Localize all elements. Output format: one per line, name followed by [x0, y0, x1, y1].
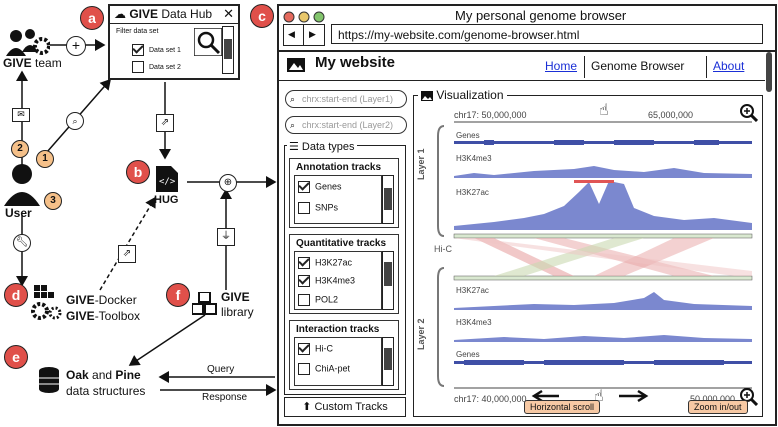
globe-icon: ⊕ — [219, 174, 237, 192]
nav-buttons: ◀ ▶ — [283, 24, 325, 46]
genome-tracks-graphic — [437, 121, 753, 403]
oak-pine-label: Oak and Pine — [66, 368, 141, 382]
structures-label: data structures — [66, 384, 146, 398]
bottom-ruler-end: 50,000,000 — [690, 394, 736, 404]
database-icon — [38, 366, 60, 399]
search-layer2-input[interactable]: ⌕chrx:start-end (Layer2) — [285, 116, 407, 134]
interaction-section: Interaction tracks Hi-C ChiA-pet — [289, 320, 399, 390]
section-scrollbar[interactable] — [382, 251, 394, 310]
export-icon: ⇗ — [118, 245, 136, 263]
search-layer1-input[interactable]: ⌕chrx:start-end (Layer1) — [285, 90, 407, 108]
data-hub-panel: ☁ GIVE Data Hub ✕ Filter data set Data s… — [108, 4, 240, 80]
badge-f: f — [166, 283, 190, 307]
top-ruler-end: 65,000,000 — [648, 110, 694, 120]
badge-d: d — [4, 283, 28, 307]
badge-c: c — [250, 4, 274, 28]
track-option[interactable]: H3K4me3 — [298, 275, 355, 287]
library-label: library — [221, 305, 254, 319]
team-icon — [6, 28, 51, 61]
give-team-label: GIVE team — [3, 56, 62, 70]
code-file-icon: </> — [156, 166, 178, 197]
library-label-brand: GIVE — [221, 290, 250, 304]
data-types-title: ☰ Data types — [287, 140, 357, 153]
hug-label: HUG — [154, 194, 179, 206]
blocks-icon — [191, 291, 218, 321]
zoom-tag: Zoom in/out — [688, 400, 748, 414]
dataset-item[interactable]: Data set 2 — [132, 61, 181, 73]
visualization-title: Visualization — [418, 88, 507, 102]
image-icon — [287, 58, 305, 77]
window-buttons — [283, 10, 333, 28]
hic-label: Hi-C — [434, 244, 452, 254]
add-icon: + — [66, 36, 86, 56]
step-3: 3 — [44, 192, 62, 210]
datahub-scrollbar[interactable] — [222, 26, 234, 74]
bottom-ruler-start: chr17: 40,000,000 — [454, 394, 527, 404]
back-button[interactable]: ◀ — [288, 29, 295, 39]
hand-cursor-icon: ☝ — [599, 102, 609, 119]
track-label: H3K27ac — [456, 286, 489, 295]
badge-a: a — [80, 6, 104, 30]
browser-window: My personal genome browser ◀ ▶ https://m… — [277, 4, 777, 426]
forward-button[interactable]: ▶ — [309, 29, 316, 39]
section-scrollbar[interactable] — [382, 175, 394, 224]
toolbox-label: GIVE-Toolbox — [66, 309, 141, 323]
track-label: Genes — [456, 131, 480, 140]
top-ruler-start: chr17: 50,000,000 — [454, 110, 527, 120]
user-icon — [2, 164, 42, 211]
badge-b: b — [126, 160, 150, 184]
svg-text:</>: </> — [159, 177, 176, 187]
track-option[interactable]: Genes — [298, 181, 342, 193]
horizontal-scroll-tag: Horizontal scroll — [524, 400, 601, 414]
close-icon[interactable]: ✕ — [223, 6, 234, 21]
data-types-panel: ☰ Data types Annotation tracks Genes SNP… — [284, 140, 406, 395]
quantitative-section: Quantitative tracks H3K27ac H3K4me3 POL2 — [289, 234, 399, 314]
nav-about[interactable]: About — [713, 59, 745, 73]
site-name: My website — [315, 54, 396, 71]
annotation-section: Annotation tracks Genes SNPs — [289, 158, 399, 228]
step-2: 2 — [11, 140, 29, 158]
step-1: 1 — [36, 150, 54, 168]
mail-icon: ✉ — [12, 108, 30, 122]
zoom-icon[interactable] — [740, 104, 759, 127]
url-bar[interactable]: https://my-website.com/genome-browser.ht… — [331, 24, 763, 44]
nav-home[interactable]: Home — [545, 59, 578, 73]
track-label: H3K27ac — [456, 188, 489, 197]
export-icon: ⇗ — [156, 114, 174, 132]
track-option[interactable]: Hi-C — [298, 343, 333, 355]
plug-icon: ⏚ — [217, 228, 235, 246]
window-title: My personal genome browser — [455, 8, 627, 23]
visualization-panel: Visualization chr17: 50,000,000 65,000,0… — [413, 88, 763, 417]
docker-icon — [30, 283, 64, 326]
section-title: Annotation tracks — [296, 162, 382, 173]
dataset-item[interactable]: Data set 1 — [132, 44, 181, 56]
hand-cursor-icon: ☝ — [594, 388, 604, 405]
user-label: User — [5, 206, 32, 220]
docker-label: GIVE-Docker — [66, 293, 137, 307]
query-label: Query — [207, 364, 235, 375]
track-option[interactable]: ChiA-pet — [298, 363, 350, 375]
nav-genome-browser[interactable]: Genome Browser — [591, 59, 685, 73]
track-label: H3K4me3 — [456, 318, 492, 327]
track-option[interactable]: H3K27ac — [298, 257, 352, 269]
section-title: Interaction tracks — [296, 324, 380, 335]
search-icon — [193, 27, 223, 61]
section-scrollbar[interactable] — [382, 337, 394, 386]
filter-label: Filter data set — [116, 28, 159, 35]
wrench-icon: 🔧︎ — [13, 234, 31, 252]
section-title: Quantitative tracks — [296, 238, 387, 249]
badge-e: e — [4, 345, 28, 369]
data-hub-title: ☁ GIVE Data Hub — [114, 7, 213, 21]
track-label: H3K4me3 — [456, 154, 492, 163]
page-scrollbar[interactable] — [766, 52, 772, 92]
track-option[interactable]: SNPs — [298, 202, 338, 214]
track-option[interactable]: POL2 — [298, 294, 338, 306]
custom-tracks-button[interactable]: ⬆ Custom Tracks — [284, 397, 406, 417]
magnifier-icon: ⌕ — [66, 112, 84, 130]
track-label: Genes — [456, 350, 480, 359]
response-label: Response — [202, 392, 248, 403]
